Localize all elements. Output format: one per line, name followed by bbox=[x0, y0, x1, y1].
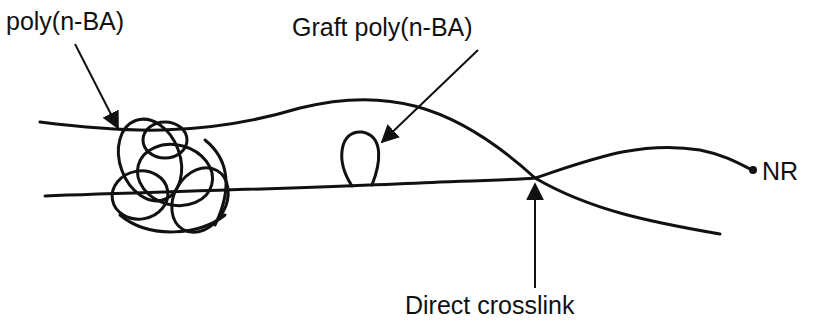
chain-label: NR bbox=[762, 158, 798, 186]
chain-end-dot bbox=[749, 166, 757, 174]
coil bbox=[107, 110, 239, 242]
leader-arrow bbox=[534, 184, 536, 288]
leader-arrow bbox=[75, 44, 118, 128]
chain-label: poly(n-BA) bbox=[6, 8, 124, 36]
crosslink-label: Direct crosslink bbox=[405, 292, 574, 320]
nr-chain bbox=[40, 99, 720, 234]
leader-arrow bbox=[382, 50, 478, 142]
graft-loop bbox=[342, 132, 379, 186]
chain-label: Graft poly(n-BA) bbox=[292, 14, 473, 42]
